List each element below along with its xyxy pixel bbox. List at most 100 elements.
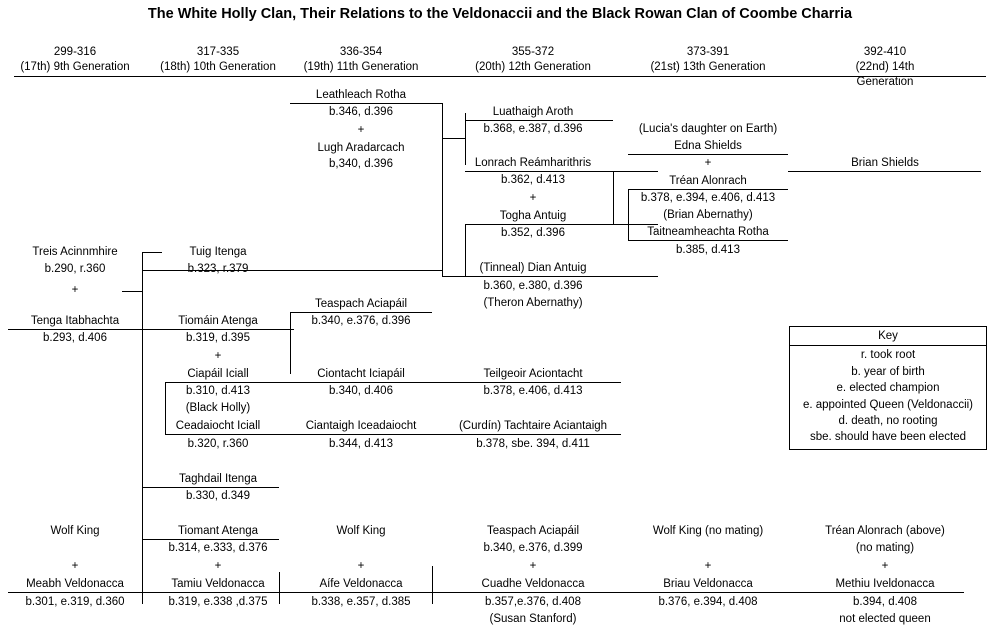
connector-vertical-luathaigh-lonrach <box>465 113 466 165</box>
union-plus-5: + <box>214 350 222 362</box>
generation-header-5: 373-391 (21st) 13th Generation <box>650 45 765 75</box>
node-teaspach-aciapail-bottom-name: Teaspach Aciapáil <box>486 525 580 537</box>
node-tenga-itabhachta-dates: b.293, d.406 <box>43 332 107 344</box>
node-teaspach-aciapail-top-dates: b.340, e.376, d.396 <box>311 315 411 327</box>
node-luathaigh-aroth-name: Luathaigh Aroth <box>492 106 574 118</box>
key-entry: r. took root <box>860 349 916 362</box>
node-trean-alonrach-name: Tréan Alonrach <box>669 175 747 187</box>
node-ciontacht-iciapail-name: Ciontacht Iciapáil <box>317 368 405 380</box>
node-cuadhe-veldonacca-alias: (Susan Stanford) <box>489 613 577 625</box>
bottom-separator-3 <box>432 566 433 604</box>
node-tiomain-atenga-name: Tiomáin Atenga <box>178 315 258 327</box>
node-brian-shields-name: Brian Shields <box>851 157 919 169</box>
key-entry: e. appointed Queen (Veldonaccii) <box>802 398 974 411</box>
union-plus-b4: + <box>529 560 537 572</box>
rule-lonrach-reamharithris <box>465 171 658 172</box>
node-treis-acinnmhire-name: Treis Acinnmhire <box>32 246 118 258</box>
generation-label: (22nd) 14th Generation <box>855 61 915 88</box>
connector-lonrach-to-trean <box>613 171 628 172</box>
rule-brian-shields <box>788 171 981 172</box>
rule-ciontacht-iciapail <box>279 382 444 383</box>
rule-ciapail-iciall <box>165 382 294 383</box>
node-treis-acinnmhire-dates: b.290, r.360 <box>44 263 106 275</box>
generation-years: 317-335 <box>196 46 240 58</box>
generation-header-4: 355-372 (20th) 12th Generation <box>475 45 591 75</box>
rule-luathaigh-aroth <box>465 120 613 121</box>
node-tamiu-veldonacca-name: Tamiu Veldonacca <box>171 578 265 590</box>
node-tuig-itenga-dates: b.323, r.379 <box>187 263 249 275</box>
node-togha-antuig-dates: b.352, d.396 <box>501 227 565 239</box>
rule-trean-alonrach <box>628 189 788 190</box>
union-plus-b3: + <box>357 560 365 572</box>
connector-stub-tuig <box>142 252 162 253</box>
generation-header-2: 317-335 (18th) 10th Generation <box>160 45 276 75</box>
node-lucia-note: (Lucia's daughter on Earth) <box>638 123 778 135</box>
node-dian-antuig-dates: b.360, e.380, d.396 <box>483 280 583 292</box>
generation-years: 392-410 <box>863 46 907 58</box>
connector-vertical-leathleach <box>442 103 443 175</box>
rule-dian-antuig <box>442 276 658 277</box>
bottom-separator-1 <box>142 509 143 604</box>
node-teaspach-aciapail-bottom-dates: b.340, e.376, d.399 <box>483 542 583 554</box>
node-tiomant-atenga-name: Tiomant Atenga <box>177 525 259 537</box>
generation-label: (21st) 13th Generation <box>650 61 766 73</box>
connector-stub-parents <box>122 291 142 292</box>
rule-tiomant-atenga <box>142 539 279 540</box>
node-ceadaiocht-iciall-dates: b.320, r.360 <box>187 438 249 450</box>
node-aife-veldonacca-dates: b.338, e.357, d.385 <box>311 596 411 608</box>
generation-header-1: 299-316 (17th) 9th Generation <box>20 45 129 75</box>
node-methiu-iveldonacca-note: not elected queen <box>839 613 931 625</box>
node-dian-antuig-name: (Tinneal) Dian Antuig <box>479 262 587 274</box>
node-tachtaire-aciantaigh-dates: b.378, sbe. 394, d.411 <box>476 438 590 450</box>
node-togha-antuig-name: Togha Antuig <box>499 210 567 222</box>
union-plus-4: + <box>71 284 79 296</box>
node-aife-veldonacca-name: Aífe Veldonacca <box>319 578 403 590</box>
node-ciapail-iciall-dates: b.310, d.413 <box>186 385 250 397</box>
node-wolf-king-2-name: Wolf King <box>336 525 386 537</box>
node-trean-alonrach-dates: b.378, e.394, e.406, d.413 <box>640 192 776 204</box>
generation-label: (17th) 9th Generation <box>20 61 130 73</box>
union-plus-1: + <box>357 124 365 136</box>
node-tiomain-atenga-dates: b.319, d.395 <box>186 332 250 344</box>
bottom-separator-2 <box>279 572 280 604</box>
generation-label: (19th) 11th Generation <box>303 61 419 73</box>
page-title: The White Holly Clan, Their Relations to… <box>147 6 853 22</box>
node-meabh-veldonacca-name: Meabh Veldonacca <box>26 578 124 590</box>
node-luathaigh-aroth-dates: b.368, e.387, d.396 <box>483 123 583 135</box>
node-taitneamheachta-rotha-name: Taitneamheachta Rotha <box>647 226 769 238</box>
key-legend-box: Key r. took root b. year of birth e. ele… <box>789 326 987 450</box>
connector-horizontal-leathleach <box>442 138 466 139</box>
key-entry: b. year of birth <box>851 365 925 378</box>
node-trean-alonrach-alias: (Brian Abernathy) <box>663 209 753 221</box>
node-lugh-aradarcach-dates: b,340, d.396 <box>329 158 393 170</box>
rule-ciantaigh-iceadaiocht <box>279 434 444 435</box>
rule-edna-shields <box>628 154 788 155</box>
union-plus-b2: + <box>214 560 222 572</box>
key-entry: e. elected champion <box>836 382 940 395</box>
key-entry: d. death, no rooting <box>838 415 938 428</box>
node-methiu-iveldonacca-name: Methiu Iveldonacca <box>835 578 935 590</box>
node-cuadhe-veldonacca-dates: b.357,e.376, d.408 <box>485 596 581 608</box>
node-tachtaire-aciantaigh-name: (Curdín) Tachtaire Aciantaigh <box>458 420 608 432</box>
node-tamiu-veldonacca-dates: b.319, e.338 ,d.375 <box>168 596 268 608</box>
rule-tuig-itenga <box>142 270 442 271</box>
key-entries: r. took root b. year of birth e. elected… <box>790 346 986 448</box>
node-lugh-aradarcach-name: Lugh Aradarcach <box>317 142 405 154</box>
node-leathleach-rotha-dates: b.346, d.396 <box>329 106 393 118</box>
connector-vertical-ciapail-group <box>165 382 166 435</box>
node-lonrach-reamharithris-name: Lonrach Reámharithris <box>474 157 592 169</box>
node-leathleach-rotha-name: Leathleach Rotha <box>315 89 407 101</box>
generation-label: (18th) 10th Generation <box>160 61 276 73</box>
node-tenga-itabhachta-name: Tenga Itabhachta <box>30 315 120 327</box>
union-plus-3: + <box>704 157 712 169</box>
node-trean-alonrach-above-note: (no mating) <box>855 542 915 554</box>
node-meabh-veldonacca-dates: b.301, e.319, d.360 <box>25 596 125 608</box>
node-ciapail-iciall-alias: (Black Holly) <box>185 402 251 414</box>
key-entry: sbe. should have been elected <box>809 431 966 444</box>
generation-label: (20th) 12th Generation <box>475 61 591 73</box>
node-teaspach-aciapail-top-name: Teaspach Aciapáil <box>314 298 408 310</box>
node-lonrach-reamharithris-dates: b.362, d.413 <box>501 174 565 186</box>
node-wolf-king-1-name: Wolf King <box>50 525 100 537</box>
rule-teilgeoir-aciontacht <box>444 382 621 383</box>
connector-vertical-teaspach-ciontacht <box>290 312 291 374</box>
